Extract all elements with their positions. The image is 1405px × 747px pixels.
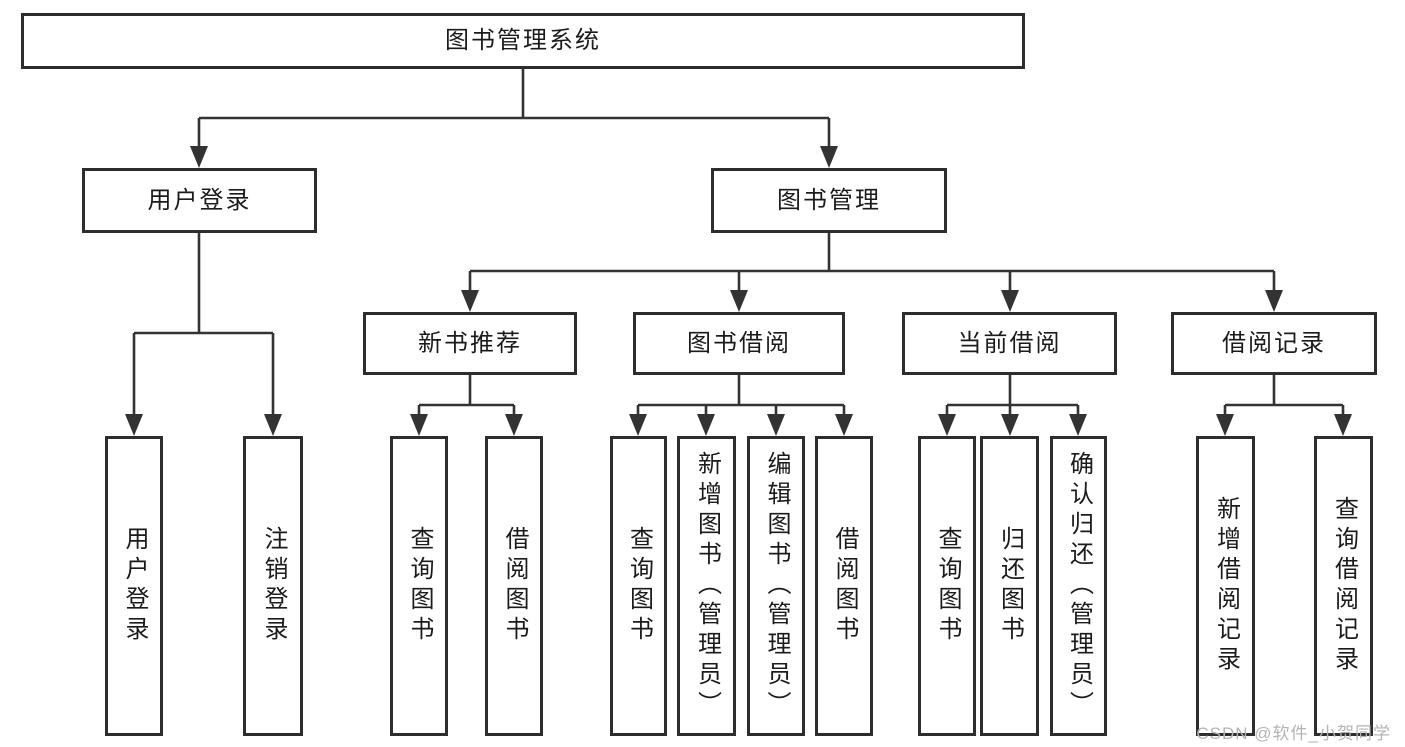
leaf-borrow-borrow-label: 借阅图书 — [831, 526, 858, 646]
node-current-borrow: 当前借阅 — [902, 312, 1117, 375]
leaf-current-confirm-admin-label: 确认归还（管理员） — [1065, 451, 1093, 721]
watermark: CSDN @软件_小贺同学 — [1196, 724, 1391, 743]
leaf-logout-login-label: 注销登录 — [260, 526, 287, 646]
leaf-records-add: 新增借阅记录 — [1196, 436, 1255, 736]
leaf-borrow-borrow: 借阅图书 — [815, 436, 873, 736]
connector-book-borrow-children — [629, 375, 853, 436]
node-new-book-recommend-label: 新书推荐 — [418, 329, 522, 357]
leaf-current-confirm-admin: 确认归还（管理员） — [1050, 436, 1107, 736]
node-user-login-label: 用户登录 — [147, 186, 252, 214]
leaf-borrow-query-label: 查询图书 — [625, 526, 653, 646]
leaf-records-query: 查询借阅记录 — [1314, 436, 1373, 736]
leaf-newbook-query-label: 查询图书 — [406, 526, 433, 646]
leaf-current-return: 归还图书 — [980, 436, 1039, 736]
leaf-records-add-label: 新增借阅记录 — [1212, 496, 1240, 676]
node-book-management-label: 图书管理 — [777, 186, 881, 214]
leaf-current-query: 查询图书 — [918, 436, 976, 736]
node-book-borrow: 图书借阅 — [633, 312, 845, 375]
node-user-login: 用户登录 — [82, 168, 317, 233]
leaf-records-query-label: 查询借阅记录 — [1330, 496, 1358, 676]
node-current-borrow-label: 当前借阅 — [957, 329, 1062, 357]
node-book-management: 图书管理 — [711, 168, 947, 233]
leaf-logout-login: 注销登录 — [243, 436, 303, 736]
leaf-borrow-query: 查询图书 — [610, 436, 667, 736]
node-new-book-recommend: 新书推荐 — [363, 312, 577, 375]
node-book-borrow-label: 图书借阅 — [687, 329, 791, 357]
connector-borrow-records-children — [1216, 375, 1352, 436]
connector-book-management-children — [461, 233, 1283, 312]
connector-new-book-children — [410, 375, 523, 436]
connector-root-to-level2 — [190, 69, 838, 168]
leaf-borrow-edit-admin-label: 编辑图书（管理员） — [763, 451, 790, 721]
leaf-user-login: 用户登录 — [105, 436, 163, 736]
leaf-borrow-edit-admin: 编辑图书（管理员） — [747, 436, 805, 736]
leaf-borrow-add-admin: 新增图书（管理员） — [677, 436, 736, 736]
leaf-newbook-borrow: 借阅图书 — [485, 436, 543, 736]
node-root: 图书管理系统 — [21, 13, 1025, 69]
connector-user-login-children — [125, 233, 282, 436]
connector-current-borrow-children — [938, 375, 1087, 436]
leaf-newbook-borrow-label: 借阅图书 — [501, 526, 528, 646]
node-borrow-records: 借阅记录 — [1171, 312, 1377, 375]
leaf-borrow-add-admin-label: 新增图书（管理员） — [693, 451, 721, 721]
leaf-current-query-label: 查询图书 — [934, 526, 961, 646]
node-borrow-records-label: 借阅记录 — [1222, 329, 1326, 357]
leaf-current-return-label: 归还图书 — [996, 526, 1024, 646]
leaf-user-login-label: 用户登录 — [121, 526, 148, 646]
leaf-newbook-query: 查询图书 — [390, 436, 448, 736]
node-root-label: 图书管理系统 — [445, 27, 601, 54]
